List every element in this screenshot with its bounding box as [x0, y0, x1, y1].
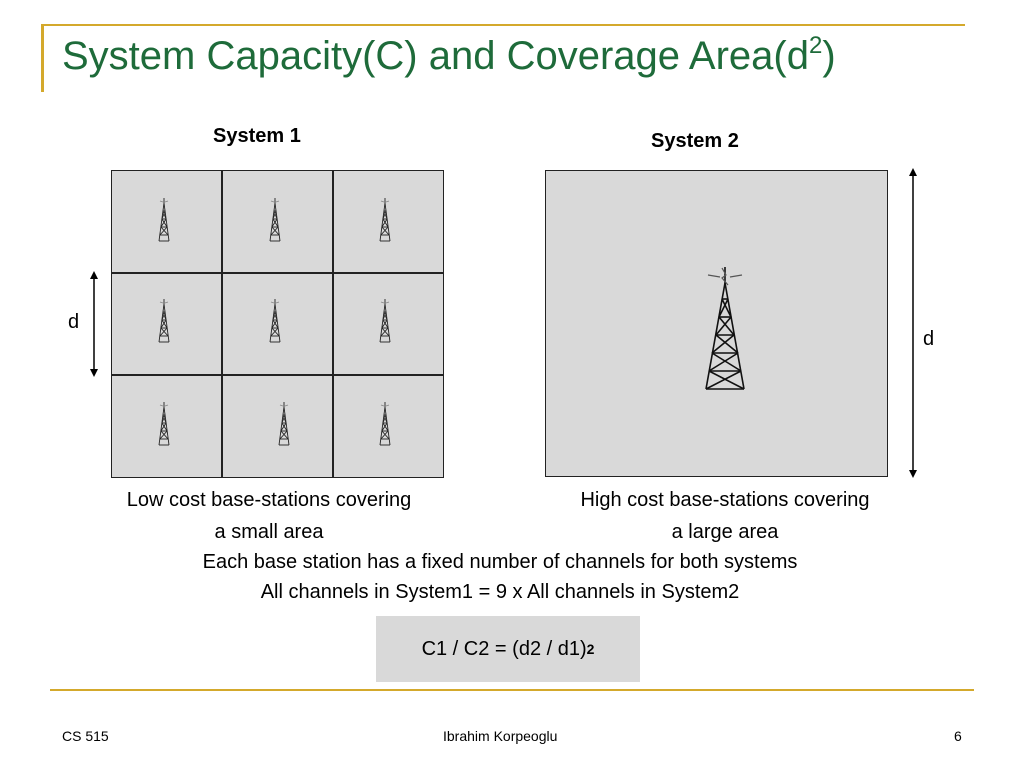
bottom-divider	[50, 689, 974, 691]
system2-coverage-area	[545, 170, 888, 477]
footer-author: Ibrahim Korpeoglu	[443, 728, 558, 744]
radio-tower-icon	[158, 197, 170, 242]
caption-line: a small area	[214, 521, 324, 543]
system2-d-label: d	[923, 328, 935, 350]
footer-course: CS 515	[62, 728, 109, 744]
radio-tower-icon	[269, 298, 281, 343]
grid-divider	[112, 374, 443, 376]
system1-d-label: d	[68, 311, 80, 333]
system2-caption: High cost base-stations covering a large…	[515, 484, 935, 548]
grid-divider	[221, 171, 223, 477]
note-line: Each base station has a fixed number of …	[202, 551, 798, 573]
radio-tower-icon	[158, 401, 170, 446]
system1-caption: Low cost base-stations covering a small …	[69, 484, 469, 548]
radio-tower-icon	[158, 298, 170, 343]
radio-tower-icon	[278, 401, 290, 446]
grid-divider	[112, 272, 443, 274]
radio-tower-icon	[269, 197, 281, 242]
caption-line: a large area	[671, 521, 779, 543]
slide-title: System Capacity(C) and Coverage Area(d2)	[62, 32, 836, 79]
grid-divider	[332, 171, 334, 477]
system2-dimension-arrow	[909, 168, 917, 478]
channels-note: Each base station has a fixed number of …	[62, 546, 938, 608]
system1-dimension-arrow	[90, 271, 98, 377]
radio-tower-icon	[379, 197, 391, 242]
top-divider	[41, 24, 965, 26]
note-line: All channels in System1 = 9 x All channe…	[260, 581, 740, 603]
radio-tower-icon	[379, 401, 391, 446]
title-accent-bar	[41, 24, 44, 92]
radio-tower-icon	[705, 267, 745, 390]
radio-tower-icon	[379, 298, 391, 343]
caption-line: High cost base-stations covering	[580, 489, 870, 511]
system1-label: System 1	[213, 125, 301, 147]
footer-page-number: 6	[954, 728, 962, 744]
capacity-formula: C1 / C2 = (d2 / d1)2	[376, 616, 640, 682]
system2-label: System 2	[651, 130, 739, 152]
caption-line: Low cost base-stations covering	[126, 489, 412, 511]
